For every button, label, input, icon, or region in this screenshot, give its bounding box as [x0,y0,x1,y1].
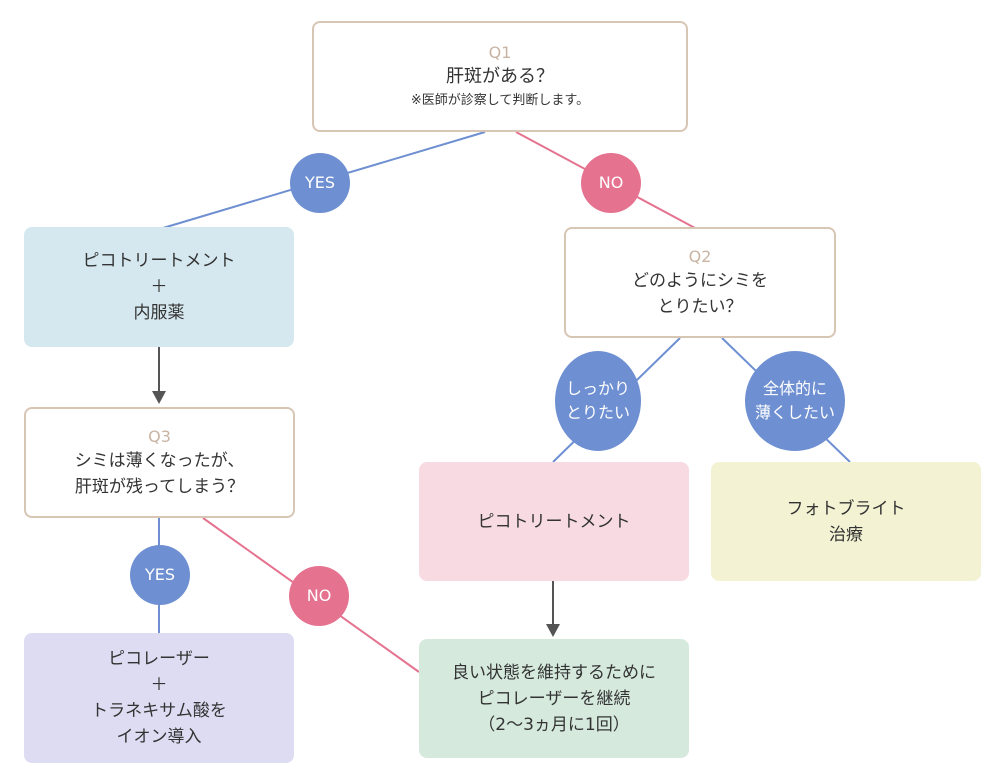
result-line: （2～3ヵ月に1回） [478,714,630,735]
result-line: ピコレーザーを継続 [477,688,631,709]
q2-option2-line2: 薄くしたい [754,403,835,422]
result-maintenance: 良い状態を維持するために ピコレーザーを継続 （2～3ヵ月に1回） [419,639,689,758]
q3-no-badge: NO [289,566,349,626]
q1-text: 肝斑がある？ [446,65,554,87]
q2-label: Q2 [688,246,712,266]
q3-yes-badge: YES [130,545,190,605]
result-line: フォトブライト [786,498,906,519]
result-line: 治療 [829,524,863,545]
q2-option1-line2: とりたい [565,403,630,422]
result-line: 良い状態を維持するために [452,662,656,683]
result-line: ＋ [150,277,168,297]
q2-option1-line1: しっかり [565,379,630,398]
q1-yes-label: YES [304,173,336,192]
result-line: 内服薬 [133,303,185,323]
q1-no-badge: NO [581,153,641,213]
q2-text-line1: どのようにシミを [632,270,768,291]
question-q3: Q3 シミは薄くなったが、 肝斑が残ってしまう？ [24,407,295,518]
question-q1: Q1 肝斑がある？ ※医師が診察して判断します。 [312,21,688,132]
q3-label: Q3 [148,426,171,446]
result-pico-laser-tranexamic: ピコレーザー ＋ トラネキサム酸を イオン導入 [24,633,294,763]
q1-note: ※医師が診察して判断します。 [410,92,590,108]
q2-option2-line1: 全体的に [762,379,827,398]
result-line: ピコトリートメント [477,511,631,532]
arrow-to-q3-head [152,391,166,404]
result-line: トラネキサム酸を [91,701,227,721]
q3-text-line2: 肝斑が残ってしまう？ [74,476,245,497]
result-pico-treatment-oral: ピコトリートメント ＋ 内服薬 [24,227,294,347]
result-line: ＋ [150,675,168,695]
result-pico-treatment: ピコトリートメント [419,462,689,581]
arrow-to-maintenance-head [546,624,560,637]
q1-label: Q1 [488,42,512,62]
q1-yes-badge: YES [290,153,350,213]
result-line: ピコレーザー [108,649,210,669]
q1-no-label: NO [598,173,624,192]
q3-no-label: NO [306,586,332,605]
q3-yes-label: YES [144,565,176,584]
result-photobright: フォトブライト 治療 [711,462,981,581]
q2-text-line2: とりたい？ [657,296,743,317]
q2-option-overall-badge: 全体的に 薄くしたい [745,351,845,451]
question-q2: Q2 どのようにシミを とりたい？ [564,227,836,338]
result-line: ピコトリートメント [82,251,236,271]
result-line: イオン導入 [116,727,202,747]
q2-option-thoroughly-badge: しっかり とりたい [555,351,641,451]
q3-text-line1: シミは薄くなったが、 [74,450,245,471]
